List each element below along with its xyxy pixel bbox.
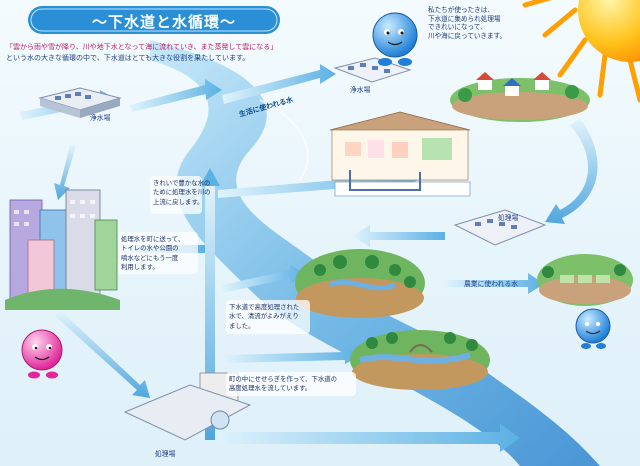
house-cutaway	[329, 111, 471, 197]
forest-island	[295, 249, 425, 318]
city-buildings	[5, 189, 120, 310]
intro-line-1: 「雲から雨や雪が降り、川や地下水となって海に流れていき、また蒸発して雲になる」	[6, 43, 278, 51]
farm-island	[537, 254, 633, 306]
river	[150, 40, 600, 466]
sun-icon	[522, 0, 640, 103]
note-reuse-city: 処理水を町に送って、 トイレの水や公園の 噴水などにもう一度 利用します。	[121, 235, 185, 272]
blue-droplet-mascot-small	[575, 308, 611, 349]
hill-village	[450, 72, 590, 122]
pink-droplet-mascot	[21, 329, 63, 379]
purification-plant-left	[38, 87, 122, 118]
intro-text: 「雲から雨や雪が降り、川や地下水となって海に流れていき、また蒸発して雲になる」 …	[6, 42, 277, 64]
label-purification-plant-center: 浄水場	[350, 86, 371, 94]
stream-island	[350, 330, 490, 390]
note-advanced-treatment: 下水道で高度処理された 水で、清流がよみがえり ました。	[229, 303, 300, 330]
label-treatment-plant-right: 処理場	[498, 214, 519, 222]
title-banner	[28, 6, 280, 34]
note-river-return: きれいで豊かな水の ために処理水を川の 上流に戻します。	[153, 179, 211, 206]
purification-plant-center	[333, 57, 412, 83]
note-stream: 町の中にせせらぎを作って、下水道の 高度処理水を流しています。	[229, 375, 337, 393]
intro-line-2: という水の大きな循環の中で、下水道はとても大きな役割を果たしています。	[6, 54, 250, 62]
label-purification-plant-left: 浄水場	[90, 114, 111, 122]
label-agri-water: 農業に使われる水	[464, 280, 519, 288]
speech-top-right: 私たちが使ったきは、 下水道に集められ処理場 できれいになって、 川や海に戻って…	[428, 6, 507, 40]
label-treatment-plant-bottom: 処理場	[155, 450, 176, 458]
treatment-plant-right	[453, 209, 547, 246]
page-title: 〜下水道と水循環〜	[91, 13, 236, 31]
blue-droplet-mascot	[372, 12, 418, 66]
